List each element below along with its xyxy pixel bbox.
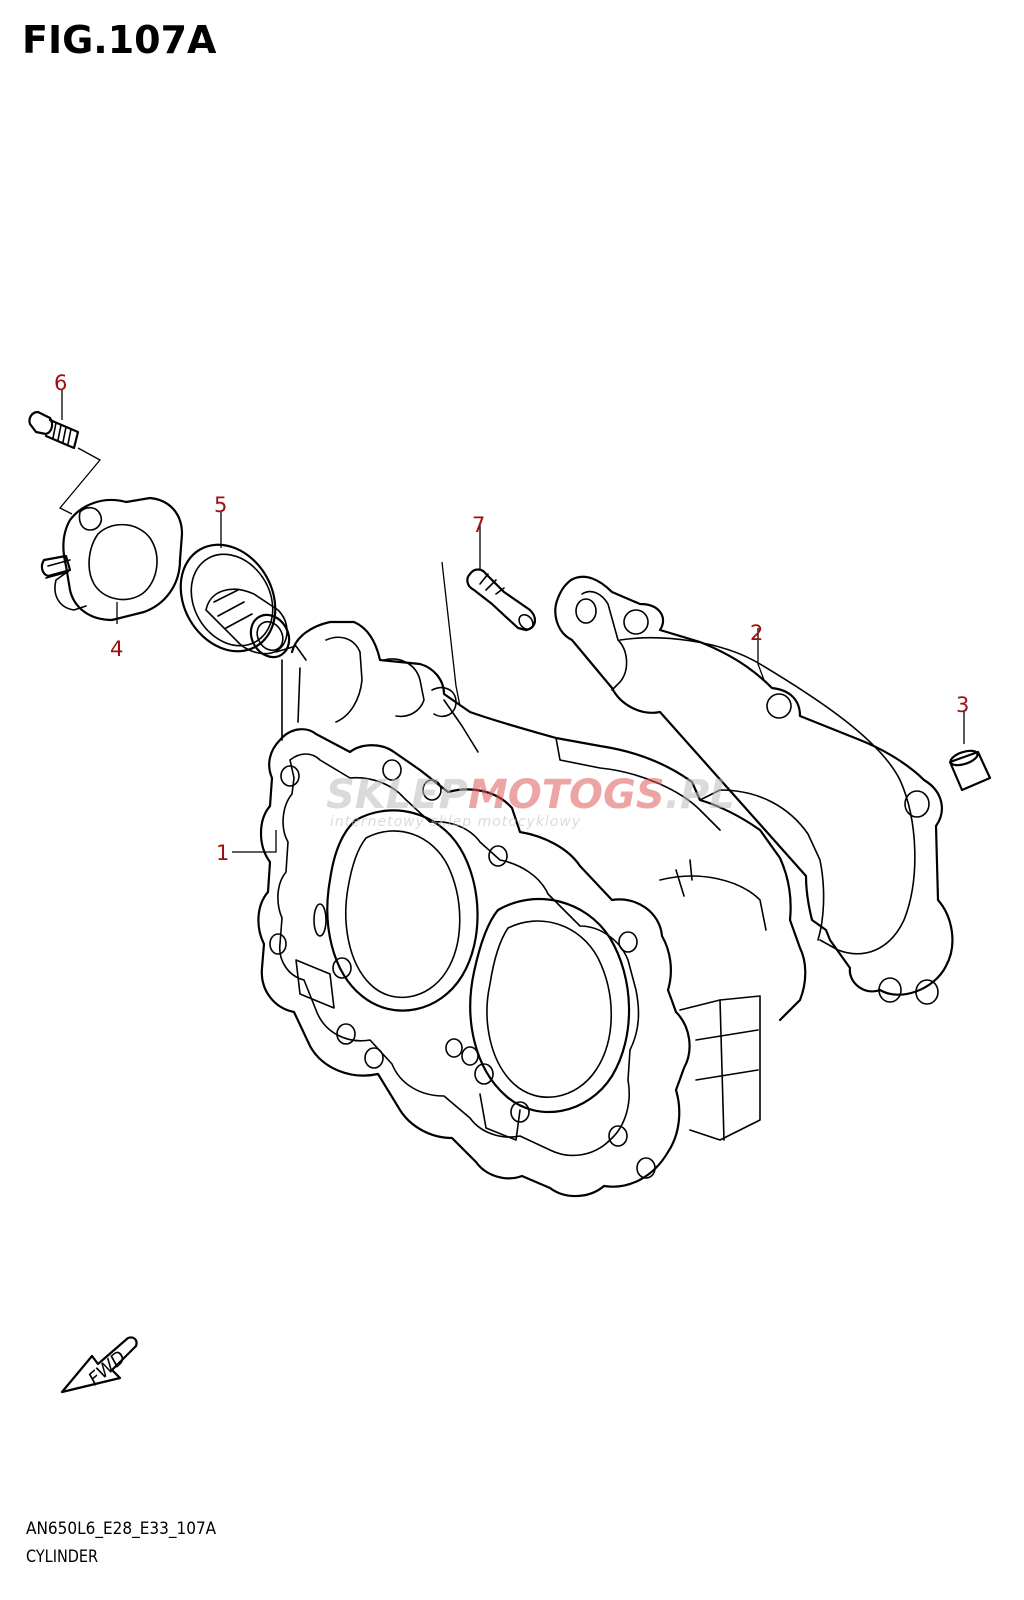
callout-labels: 1 2 3 4 5 6 7 bbox=[54, 371, 969, 865]
cylinder-part[interactable] bbox=[257, 620, 825, 1198]
bolt-part[interactable] bbox=[28, 410, 80, 450]
gasket-part[interactable] bbox=[554, 575, 954, 1005]
callout-2: 2 bbox=[750, 621, 763, 645]
section-name: CYLINDER bbox=[26, 1547, 99, 1567]
callout-6: 6 bbox=[54, 371, 67, 395]
watermark-brand-part1: SKLEP bbox=[326, 772, 468, 818]
model-code: AN650L6_E28_E33_107A bbox=[26, 1519, 217, 1539]
watermark-brand-part2: MOTO bbox=[468, 772, 603, 818]
watermark-tagline: internetowy sklep motocyklowy bbox=[330, 814, 581, 830]
callout-5: 5 bbox=[214, 493, 227, 517]
svg-text:SKLEPMOTOGS.PL: SKLEPMOTOGS.PL bbox=[326, 772, 735, 818]
fwd-label: FWD bbox=[84, 1347, 130, 1390]
leader-lines bbox=[58, 390, 965, 853]
callout-7: 7 bbox=[472, 513, 485, 537]
figure-title: FIG.107A bbox=[22, 18, 217, 62]
watermark: SKLEPMOTOGS.PL internetowy sklep motocyk… bbox=[326, 772, 735, 830]
thermostat-cover-part[interactable] bbox=[40, 496, 184, 622]
fitting-part[interactable] bbox=[466, 568, 536, 632]
watermark-brand-suffix: .PL bbox=[665, 772, 735, 818]
callout-3: 3 bbox=[956, 693, 969, 717]
callout-1: 1 bbox=[216, 841, 229, 865]
thermostat-part[interactable] bbox=[162, 528, 297, 669]
callout-4: 4 bbox=[110, 637, 123, 661]
watermark-brand-part3: GS bbox=[603, 772, 665, 818]
fwd-arrow-icon: FWD bbox=[60, 1336, 138, 1394]
dowel-pin-part[interactable] bbox=[948, 748, 992, 792]
